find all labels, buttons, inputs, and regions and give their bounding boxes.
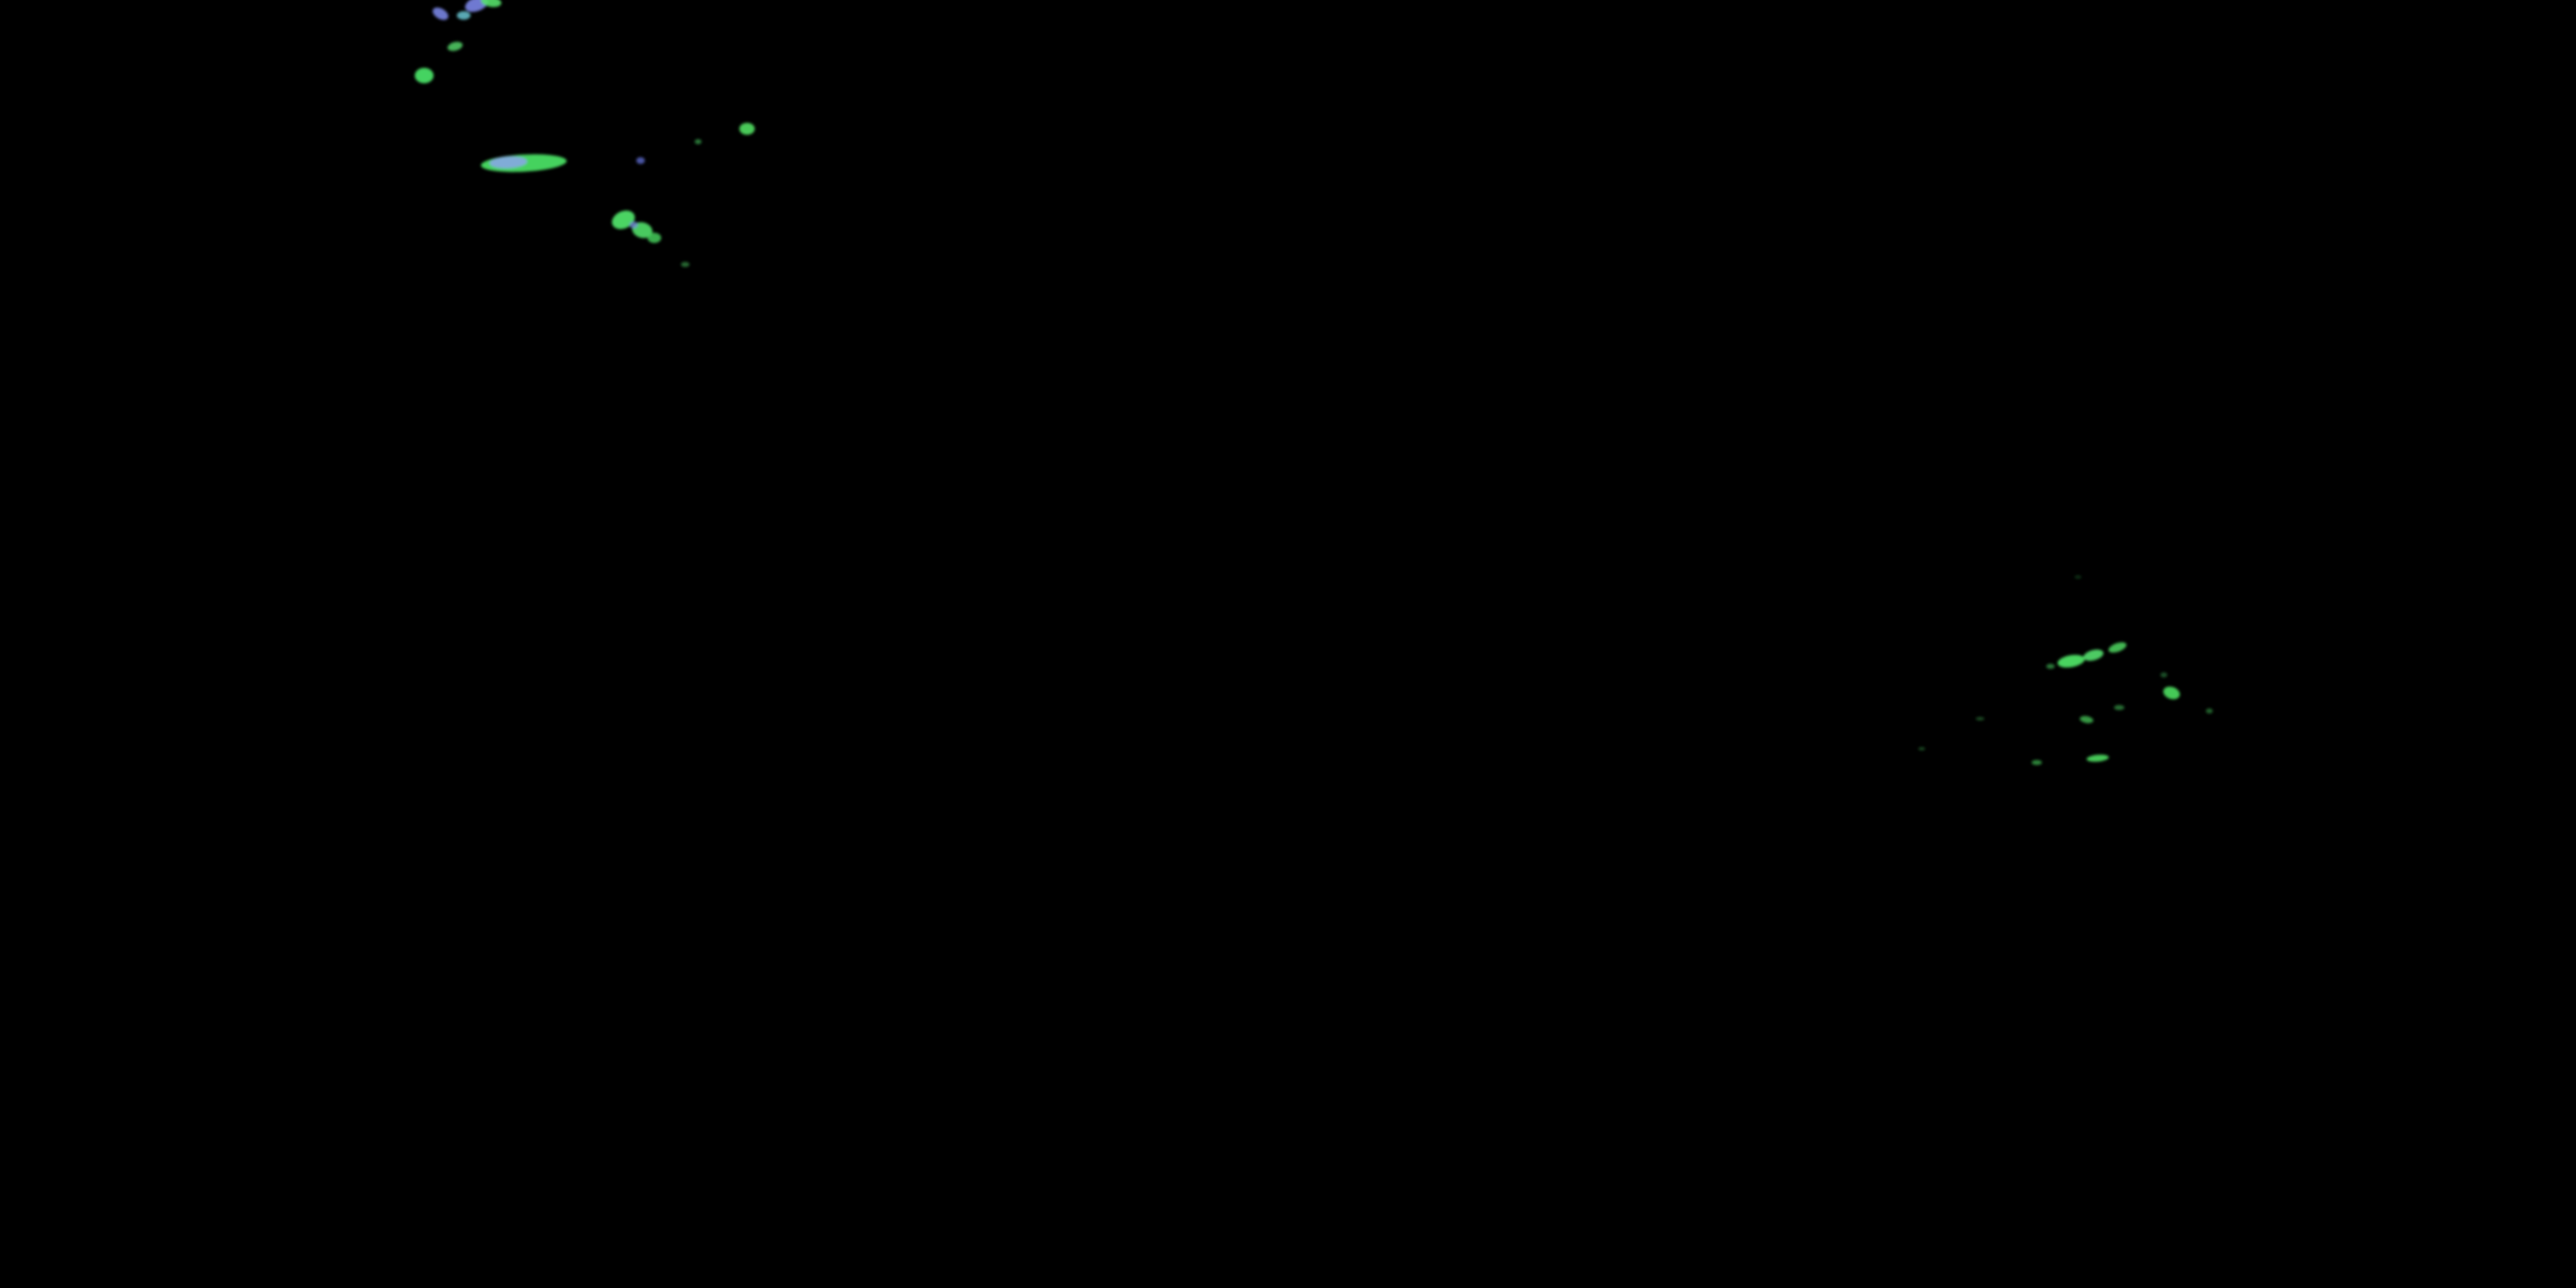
- fluorescent-blob: [695, 139, 702, 144]
- fluorescent-blob: [2032, 760, 2042, 765]
- fluorescent-blob: [2163, 686, 2180, 700]
- fluorescent-blob: [2057, 654, 2085, 668]
- fluorescent-blob: [447, 41, 463, 52]
- fluorescent-blob: [611, 210, 635, 229]
- fluorescent-blob: [457, 11, 471, 20]
- fluorescent-blob: [681, 262, 690, 267]
- fluorescent-blob: [432, 7, 449, 21]
- fluorescent-blob: [2075, 575, 2081, 579]
- fluorescent-blob: [2080, 715, 2093, 724]
- fluorescent-blob: [481, 0, 501, 8]
- fluorescent-blob: [1976, 717, 1984, 720]
- fluorescent-blob: [2087, 754, 2109, 762]
- fluorescent-blob: [489, 155, 527, 169]
- fluorescent-blob: [2083, 649, 2104, 661]
- fluorescent-blob: [2206, 708, 2213, 714]
- fluorescent-blob: [2160, 672, 2167, 677]
- fluorescent-blob: [2114, 705, 2124, 710]
- fluorescent-blob: [2108, 641, 2127, 653]
- blob-layer: [415, 0, 2213, 765]
- fluorescent-blob: [647, 233, 661, 243]
- fluorescent-blob: [629, 222, 638, 228]
- fluorescent-blob: [1918, 747, 1925, 750]
- fluorescent-blob: [415, 68, 434, 83]
- fluorescent-blob: [739, 123, 755, 135]
- fluorescent-blob: [636, 157, 645, 164]
- fluorescent-blob: [2046, 664, 2055, 669]
